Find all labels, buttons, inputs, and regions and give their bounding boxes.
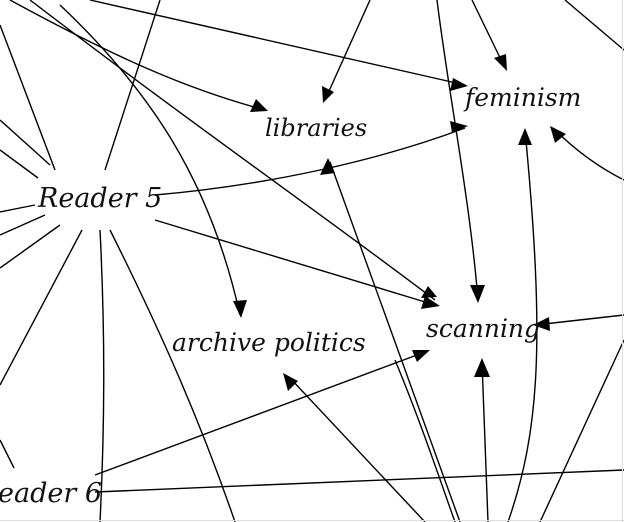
arrowhead (283, 373, 298, 391)
node-reader-6[interactable]: eader 6 (0, 478, 102, 509)
arrowhead (494, 54, 507, 71)
edge-line (394, 359, 456, 522)
arrowhead (233, 300, 247, 318)
edge-line (59, 4, 241, 316)
edge-line (0, 119, 51, 166)
edge-line (329, 161, 461, 522)
edge-line (0, 439, 15, 469)
edge-line (0, 149, 39, 179)
edge-line (99, 229, 105, 522)
edge-line (324, 0, 371, 101)
edge-line (507, 129, 538, 522)
edge-line (109, 229, 236, 522)
arrowhead (320, 158, 335, 175)
edge-line (436, 0, 479, 301)
edge-line (9, 0, 266, 111)
edge-line (94, 351, 426, 476)
arrowhead (518, 128, 532, 145)
labels-layer: Reader 5 eader 6 libraries feminism arch… (0, 83, 581, 509)
edge-line (534, 314, 624, 326)
node-feminism[interactable]: feminism (463, 83, 581, 112)
arrowhead (474, 358, 490, 377)
arrowhead (412, 350, 430, 362)
node-archive-politics[interactable]: archive politics (172, 328, 366, 357)
edge-line (0, 204, 36, 213)
arrowhead (533, 317, 550, 331)
edge-line (539, 339, 624, 522)
arrowhead (322, 86, 334, 103)
edge-line (29, 0, 436, 301)
edge-line (89, 0, 466, 86)
arrowhead (450, 78, 468, 91)
arrowhead (250, 99, 268, 112)
edge-line (0, 24, 56, 171)
edge-line (154, 127, 466, 196)
arrowhead (550, 126, 566, 143)
node-reader-5[interactable]: Reader 5 (37, 183, 162, 214)
edge-line (0, 224, 61, 269)
arrowhead (470, 285, 485, 303)
edge-line (0, 214, 46, 236)
arrowheads-layer (233, 54, 566, 391)
node-libraries[interactable]: libraries (265, 114, 367, 142)
edge-line (481, 361, 489, 522)
edge-line (564, 0, 624, 51)
arrowhead (421, 296, 440, 309)
arrowhead (421, 286, 437, 298)
edge-line (94, 469, 624, 493)
edge-line (289, 377, 426, 522)
arrowhead (450, 121, 468, 133)
node-scanning[interactable]: scanning (426, 314, 540, 343)
edge-line (154, 219, 436, 306)
edge-line (0, 229, 83, 386)
edge-line (104, 0, 161, 171)
